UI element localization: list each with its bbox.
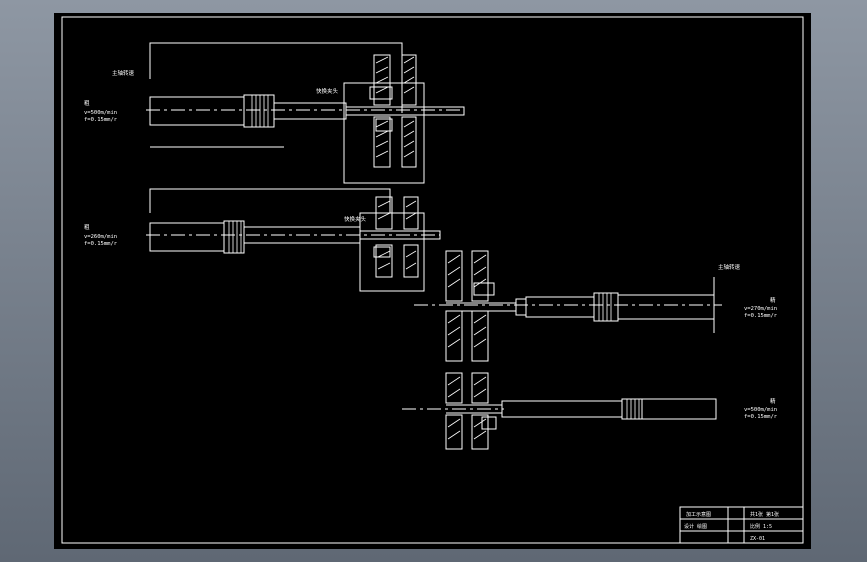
view4-param-v: v=500m/min [744, 407, 777, 413]
view3-param-f: f=0.15mm/r [744, 313, 778, 319]
collet-knurl [626, 399, 640, 419]
collet-knurl [228, 221, 242, 253]
tool-holder [617, 294, 715, 320]
view2-fixture-note: 快换夹头 [344, 215, 367, 223]
view-1: 粗 主轴转速 v=500m/min f=0.15mm/r 快换夹头 [84, 42, 465, 184]
dimension-line [149, 188, 391, 213]
view1-fixture-note: 快换夹头 [316, 87, 339, 95]
view4-label: 精 [770, 397, 776, 405]
view4-param-f: f=0.15mm/r [744, 414, 778, 420]
title-block-title: 加工示意图 [686, 511, 711, 518]
drawing-frame [61, 16, 804, 544]
workpiece-hatch [373, 54, 417, 168]
view1-feed-note: 主轴转速 [112, 69, 135, 77]
tool-holder [149, 222, 225, 252]
view3-label: 精 [770, 296, 776, 304]
view2-param-f: f=0.15mm/r [84, 241, 118, 247]
fixture-block [343, 82, 425, 184]
workpiece-hatch [445, 250, 489, 362]
tool-holder [149, 96, 245, 126]
clamp [481, 416, 497, 430]
tool-shank [273, 102, 347, 120]
tool-holder [641, 398, 717, 420]
view1-label: 粗 [84, 99, 90, 107]
view-4: 精 v=500m/min f=0.15mm/r [402, 372, 778, 450]
collet-knurl [251, 95, 269, 127]
title-block-scale: 比例 1:5 [750, 523, 772, 530]
clamp [373, 246, 391, 258]
view1-param-v: v=500m/min [84, 110, 117, 116]
view-3: 主轴转速 精 v=270m/min f=0.15mm/r [414, 250, 778, 362]
tool-bar [515, 298, 527, 316]
tool-shank [525, 296, 595, 318]
title-block-designer: 设计 绘图 [684, 523, 707, 530]
title-block-drawing-no: ZX-01 [750, 536, 765, 542]
view2-label: 粗 [84, 223, 90, 231]
drawing-sheet: 粗 主轴转速 v=500m/min f=0.15mm/r 快换夹头 [54, 13, 811, 549]
tool-shank [501, 400, 623, 418]
title-block: 加工示意图 设计 绘图 共1张 第1张 比例 1:5 ZX-01 [679, 506, 804, 544]
collet [243, 94, 275, 128]
clamp [369, 86, 393, 100]
workpiece-hatch [445, 372, 489, 450]
view-2: 粗 v=260m/min f=0.15mm/r 快换夹头 [84, 188, 441, 292]
collet-knurl [598, 293, 612, 321]
view2-param-v: v=260m/min [84, 234, 117, 240]
workpiece-hatch [375, 196, 419, 278]
collet [593, 292, 619, 322]
view3-param-v: v=270m/min [744, 306, 777, 312]
view1-param-f: f=0.15mm/r [84, 117, 118, 123]
clamp [375, 118, 393, 132]
drawing-canvas: 粗 主轴转速 v=500m/min f=0.15mm/r 快换夹头 [61, 16, 804, 544]
tool-bar [345, 106, 465, 116]
view3-feed-note: 主轴转速 [718, 263, 741, 271]
clamp [473, 282, 495, 296]
title-block-sheet: 共1张 第1张 [750, 511, 779, 518]
